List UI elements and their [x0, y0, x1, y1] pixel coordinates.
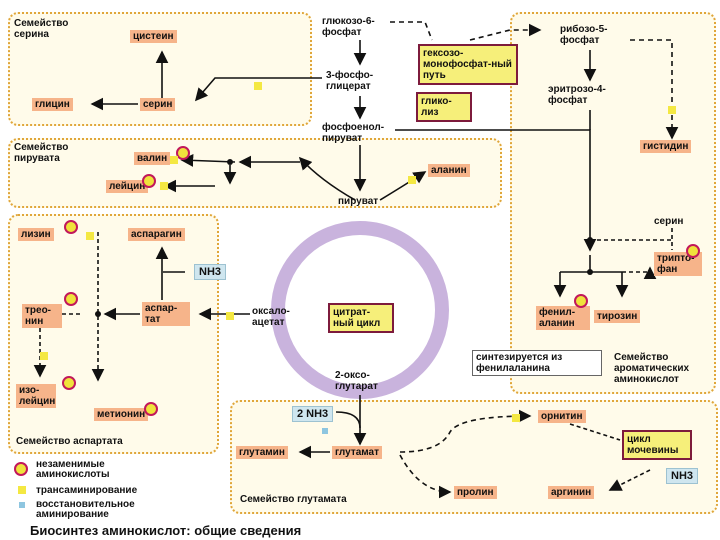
erythrose-4-phosphate-label: эритрозо-4-фосфат — [548, 84, 606, 106]
aromatic-family-frame — [510, 12, 716, 394]
nh3-aspartate: NH3 — [194, 264, 227, 280]
legend-reductive-label: восстановительное аминирование — [36, 499, 135, 520]
transamination-marker — [254, 82, 262, 90]
transamination-marker — [86, 232, 94, 240]
asparagine-box: аспарагин — [128, 228, 185, 241]
legend-essential-icon — [14, 462, 28, 476]
alanine-box: аланин — [428, 164, 470, 177]
essential-marker-threonine — [64, 292, 78, 306]
histidine-box: гистидин — [640, 140, 692, 153]
glycolysis-box: глико-лиз — [416, 92, 472, 122]
citrate-cycle-box: цитрат-ный цикл — [328, 303, 394, 333]
serine-family-title: Семейство серина — [14, 18, 69, 40]
ornithine-box: орнитин — [538, 410, 586, 423]
essential-marker-tryptophan — [686, 244, 700, 258]
aspartate-family-title: Семейство аспартата — [16, 436, 123, 447]
transamination-marker — [170, 156, 178, 164]
legend-reductive-icon — [19, 502, 25, 508]
tyrosine-box: тирозин — [594, 310, 641, 323]
proline-box: пролин — [454, 486, 497, 499]
glutamine-box: глутамин — [236, 446, 288, 459]
valine-box: валин — [134, 152, 171, 165]
tyrosine-synthesis-note: синтезируется из фенилаланина — [472, 350, 602, 376]
serine-source-label: серин — [654, 216, 684, 227]
glutamate-box: глутамат — [332, 446, 383, 459]
pyruvate-label: пируват — [338, 196, 379, 207]
hexose-monophosphate-box: гексозо-монофосфат-ный путь — [418, 44, 518, 85]
phosphoenolpyruvate-label: фосфоенол-пируват — [322, 122, 385, 144]
urea-cycle-box: цикл мочевины — [622, 430, 692, 460]
transamination-marker — [668, 106, 676, 114]
essential-marker-lysine — [64, 220, 78, 234]
essential-marker-phenylalanine — [574, 294, 588, 308]
essential-marker-valine — [176, 146, 190, 160]
lysine-box: лизин — [18, 228, 54, 241]
phenylalanine-box: фенил-аланин — [536, 306, 590, 330]
leucine-box: лейцин — [106, 180, 149, 193]
essential-marker-leucine — [142, 174, 156, 188]
arginine-box: аргинин — [548, 486, 595, 499]
transamination-marker — [160, 182, 168, 190]
legend-essential-label: незаменимые аминокислоты — [36, 459, 110, 480]
oxoglutarate-label: 2-оксо-глутарат — [335, 370, 378, 392]
glucose-6-phosphate-label: глюкозо-6-фосфат — [322, 16, 375, 38]
cysteine-box: цистеин — [130, 30, 177, 43]
glycine-box: глицин — [32, 98, 73, 111]
aspartate-box: аспар-тат — [142, 302, 190, 326]
pyruvate-family-title: Семейство пирувата — [14, 142, 69, 164]
transamination-marker — [226, 312, 234, 320]
reductive-amination-marker — [322, 428, 328, 434]
diagram-caption: Биосинтез аминокислот: общие сведения — [30, 523, 302, 538]
aromatic-family-title: Семейство ароматических аминокислот — [614, 352, 690, 385]
nh3-glutamate: 2 NH3 — [292, 406, 334, 422]
methionine-box: метионин — [94, 408, 149, 421]
oxaloacetate-label: оксало-ацетат — [252, 306, 290, 328]
essential-marker-isoleucine — [62, 376, 76, 390]
transamination-marker — [512, 414, 520, 422]
glutamate-family-title: Семейство глутамата — [240, 494, 347, 505]
aspartate-family-frame — [8, 214, 219, 454]
threonine-box: трео-нин — [22, 304, 62, 328]
essential-marker-methionine — [144, 402, 158, 416]
phosphoglycerate-label: 3-фосфо-глицерат — [326, 70, 374, 92]
transamination-marker — [408, 176, 416, 184]
nh3-urea: NH3 — [666, 468, 699, 484]
legend-transamination-icon — [18, 486, 26, 494]
serine-box: серин — [140, 98, 176, 111]
isoleucine-box: изо-лейцин — [16, 384, 56, 408]
transamination-marker — [40, 352, 48, 360]
ribose-5-phosphate-label: рибозо-5-фосфат — [560, 24, 608, 46]
legend-transamination-label: трансаминирование — [36, 485, 138, 496]
